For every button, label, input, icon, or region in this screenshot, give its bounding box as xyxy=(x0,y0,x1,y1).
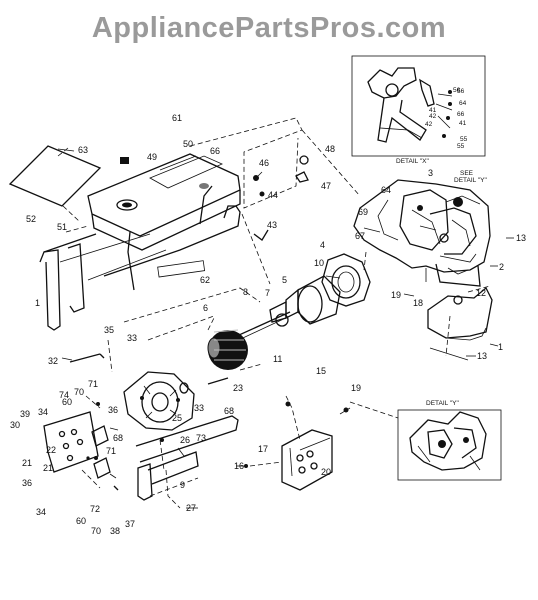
callout-64: 64 xyxy=(381,185,391,195)
callout-32: 32 xyxy=(48,356,58,366)
callout-70-bottom: 70 xyxy=(91,526,101,536)
callout-22: 22 xyxy=(46,445,56,455)
control-box xyxy=(244,395,399,491)
callout-x-64: 64 xyxy=(459,100,467,107)
callout-12: 12 xyxy=(476,288,486,298)
callout-38: 38 xyxy=(110,526,120,536)
callout-13-top: 13 xyxy=(516,233,526,243)
callout-15: 15 xyxy=(316,366,326,376)
callout-69: 69 xyxy=(358,207,368,217)
callout-37: 37 xyxy=(125,519,135,529)
callout-56: 56 xyxy=(453,87,461,94)
callout-34-bottom: 34 xyxy=(36,507,46,517)
callout-35: 35 xyxy=(104,325,114,335)
detail-x-inset: 56 64 66 41 42 55 DETAIL "X" xyxy=(351,55,486,165)
callout-x-56: 56 xyxy=(457,88,465,95)
callout-70-top: 70 xyxy=(74,387,84,397)
callout-50: 50 xyxy=(183,139,193,149)
callout-68-top: 68 xyxy=(224,406,234,416)
callout-47: 47 xyxy=(321,181,331,191)
see-detail-y-line1: SEE xyxy=(460,170,474,177)
callout-30: 30 xyxy=(10,420,20,430)
callout-44: 44 xyxy=(268,190,278,200)
callout-x-55: 55 xyxy=(457,143,465,150)
callout-33-top: 33 xyxy=(127,333,137,343)
callout-7: 7 xyxy=(265,288,270,298)
callout-9: 9 xyxy=(180,480,185,490)
callout-x-41: 41 xyxy=(459,120,467,127)
callout-39: 39 xyxy=(20,409,30,419)
callout-x-66: 66 xyxy=(457,111,465,118)
callout-11: 11 xyxy=(273,354,282,364)
callout-10: 10 xyxy=(314,258,324,268)
callout-34-top: 34 xyxy=(38,407,48,417)
callout-74: 74 xyxy=(59,390,69,400)
callout-55: 55 xyxy=(460,136,468,143)
callout-62: 62 xyxy=(200,275,210,285)
tank-hardware xyxy=(253,155,309,241)
callout-20: 20 xyxy=(321,467,331,477)
callout-5: 5 xyxy=(282,275,287,285)
callout-72: 72 xyxy=(90,504,100,514)
callout-21-right: 21 xyxy=(43,463,53,473)
callout-13-bottom: 13 xyxy=(477,351,487,361)
callout-71-bottom: 71 xyxy=(106,446,116,456)
callout-43: 43 xyxy=(267,220,277,230)
callout-19-engine: 19 xyxy=(391,290,401,300)
callout-67: 67 xyxy=(355,231,365,241)
callout-36-top: 36 xyxy=(108,405,118,415)
callout-66: 66 xyxy=(210,146,220,156)
callout-1-engine: 1 xyxy=(498,342,503,352)
callout-26: 26 xyxy=(180,435,190,445)
callout-8: 8 xyxy=(243,287,248,297)
callout-42: 42 xyxy=(425,121,433,128)
callout-17: 17 xyxy=(258,444,268,454)
callout-19-box: 19 xyxy=(351,383,361,393)
callout-71-top: 71 xyxy=(88,379,98,389)
callout-33-bottom: 33 xyxy=(194,403,204,413)
callout-41: 41 xyxy=(429,107,437,114)
callout-60-top: 60 xyxy=(62,397,72,407)
see-detail-y-line2: DETAIL "Y" xyxy=(454,177,487,184)
callout-36-bottom: 36 xyxy=(22,478,32,488)
callout-6: 6 xyxy=(203,303,208,313)
alternator-assembly xyxy=(43,253,371,509)
fuel-tank-assembly xyxy=(8,117,303,331)
callout-labels: 63 52 51 61 50 49 66 46 44 48 47 43 62 1… xyxy=(10,87,526,536)
callout-2: 2 xyxy=(499,262,504,272)
detail-y-inset: DETAIL "Y" xyxy=(397,400,502,481)
callout-leaders xyxy=(57,148,514,509)
callout-51: 51 xyxy=(57,222,67,232)
callout-23: 23 xyxy=(233,383,243,393)
callout-60-bottom: 60 xyxy=(76,516,86,526)
callout-49: 49 xyxy=(147,152,157,162)
callout-25: 25 xyxy=(172,413,182,423)
callout-18: 18 xyxy=(413,298,423,308)
callout-48: 48 xyxy=(325,144,335,154)
detail-y-label: DETAIL "Y" xyxy=(426,400,459,407)
callout-61: 61 xyxy=(172,113,182,123)
callout-68-bottom: 68 xyxy=(113,433,123,443)
callout-21-left: 21 xyxy=(22,458,32,468)
callout-4: 4 xyxy=(320,240,325,250)
watermark-text: AppliancePartsPros.com xyxy=(91,12,447,44)
callout-1-frame: 1 xyxy=(35,298,40,308)
detail-x-label: DETAIL "X" xyxy=(396,158,429,165)
callout-3: 3 xyxy=(428,168,433,178)
callout-x-42: 42 xyxy=(429,113,437,120)
engine-assembly xyxy=(301,129,493,361)
callout-73: 73 xyxy=(196,433,206,443)
callout-46: 46 xyxy=(259,158,269,168)
callout-52: 52 xyxy=(26,214,36,224)
callout-63: 63 xyxy=(78,145,88,155)
